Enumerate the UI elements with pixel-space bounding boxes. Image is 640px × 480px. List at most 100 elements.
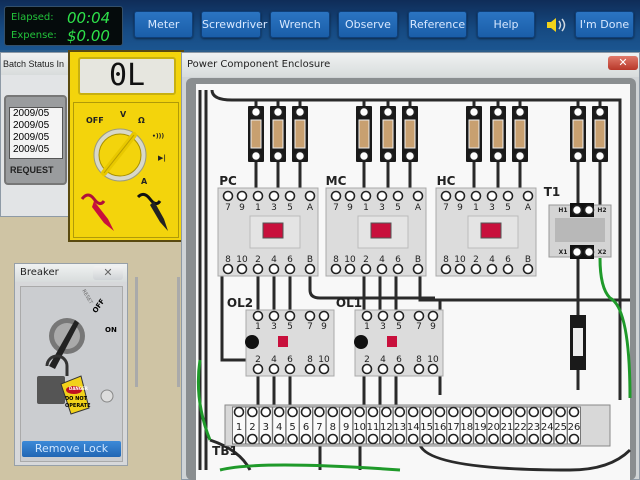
terminal-screw[interactable] xyxy=(486,190,498,202)
terminal-screw[interactable] xyxy=(448,406,459,418)
terminal-screw[interactable] xyxy=(392,190,404,202)
terminal-screw[interactable] xyxy=(376,190,388,202)
fuse-terminal[interactable] xyxy=(382,150,394,162)
fuse-terminal[interactable] xyxy=(594,150,606,162)
terminal-screw[interactable] xyxy=(501,433,513,445)
terminal-screw[interactable] xyxy=(354,433,365,445)
terminal-screw[interactable] xyxy=(304,190,316,202)
terminal-screw[interactable] xyxy=(568,433,580,445)
terminal-screw[interactable] xyxy=(412,190,424,202)
terminal-screw[interactable] xyxy=(488,406,499,418)
terminal-screw[interactable] xyxy=(273,433,285,445)
terminal-screw[interactable] xyxy=(376,263,388,275)
terminal-screw[interactable] xyxy=(273,406,285,418)
terminal-screw[interactable] xyxy=(300,433,312,445)
terminal-screw[interactable] xyxy=(330,263,342,275)
terminal-screw[interactable] xyxy=(393,310,405,322)
terminal-screw[interactable] xyxy=(233,433,245,445)
fuse-terminal[interactable] xyxy=(594,106,606,118)
terminal-screw[interactable] xyxy=(361,363,373,375)
overload-dial[interactable] xyxy=(245,335,259,349)
enclosure-close-button[interactable]: ✕ xyxy=(608,56,638,70)
terminal-screw[interactable] xyxy=(381,406,392,418)
multimeter[interactable]: 0L OFF V Ω •))) ▶| A xyxy=(68,50,184,242)
terminal-screw[interactable] xyxy=(330,190,342,202)
terminal-screw[interactable] xyxy=(421,406,432,418)
terminal-screw[interactable] xyxy=(260,433,272,445)
terminal-screw[interactable] xyxy=(440,263,452,275)
observe-button[interactable]: Observe xyxy=(338,11,398,38)
terminal-screw[interactable] xyxy=(571,246,583,258)
remove-lock-button[interactable]: Remove Lock xyxy=(22,441,121,457)
terminal-screw[interactable] xyxy=(448,433,459,445)
terminal-screw[interactable] xyxy=(392,263,404,275)
terminal-screw[interactable] xyxy=(300,406,312,418)
terminal-screw[interactable] xyxy=(555,406,566,418)
terminal-screw[interactable] xyxy=(421,433,432,445)
terminal-screw[interactable] xyxy=(344,263,356,275)
help-button[interactable]: Help xyxy=(477,11,535,38)
terminal-screw[interactable] xyxy=(474,406,486,418)
terminal-screw[interactable] xyxy=(361,310,373,322)
fuse-terminal[interactable] xyxy=(404,106,416,118)
terminal-screw[interactable] xyxy=(434,406,446,418)
terminal-screw[interactable] xyxy=(268,310,280,322)
fuse[interactable] xyxy=(514,119,526,149)
terminal-screw[interactable] xyxy=(287,433,298,445)
terminal-screw[interactable] xyxy=(367,433,379,445)
terminal-screw[interactable] xyxy=(340,406,352,418)
terminal-screw[interactable] xyxy=(528,433,540,445)
terminal-screw[interactable] xyxy=(407,406,419,418)
terminal-screw[interactable] xyxy=(252,190,264,202)
terminal-screw[interactable] xyxy=(522,190,534,202)
terminal-screw[interactable] xyxy=(252,363,264,375)
fuse[interactable] xyxy=(594,119,606,149)
fuse-terminal[interactable] xyxy=(272,150,284,162)
terminal-screw[interactable] xyxy=(314,433,325,445)
fuse-terminal[interactable] xyxy=(294,106,306,118)
screwdriver-button[interactable]: Screwdriver xyxy=(201,11,267,38)
terminal-screw[interactable] xyxy=(340,433,352,445)
fuse-terminal[interactable] xyxy=(492,106,504,118)
terminal-screw[interactable] xyxy=(470,190,482,202)
terminal-screw[interactable] xyxy=(304,363,316,375)
terminal-screw[interactable] xyxy=(284,190,296,202)
terminal-screw[interactable] xyxy=(360,263,372,275)
terminal-screw[interactable] xyxy=(360,190,372,202)
fuse-terminal[interactable] xyxy=(468,150,480,162)
terminal-screw[interactable] xyxy=(393,363,405,375)
terminal-screw[interactable] xyxy=(381,433,392,445)
fuse[interactable] xyxy=(492,119,504,149)
terminal-screw[interactable] xyxy=(541,406,553,418)
terminal-screw[interactable] xyxy=(260,406,272,418)
terminal-screw[interactable] xyxy=(522,263,534,275)
terminal-screw[interactable] xyxy=(413,310,425,322)
fuse-terminal[interactable] xyxy=(404,150,416,162)
overload-dial[interactable] xyxy=(354,335,368,349)
terminal-screw[interactable] xyxy=(407,433,419,445)
terminal-screw[interactable] xyxy=(233,406,245,418)
terminal-screw[interactable] xyxy=(470,263,482,275)
terminal-screw[interactable] xyxy=(427,363,439,375)
terminal-screw[interactable] xyxy=(568,406,580,418)
terminal-screw[interactable] xyxy=(252,263,264,275)
fuse[interactable] xyxy=(382,119,394,149)
terminal-screw[interactable] xyxy=(412,263,424,275)
terminal-screw[interactable] xyxy=(583,246,595,258)
terminal-screw[interactable] xyxy=(454,263,466,275)
terminal-screw[interactable] xyxy=(327,433,339,445)
im-done-button[interactable]: I'm Done xyxy=(575,11,634,38)
terminal-screw[interactable] xyxy=(268,263,280,275)
terminal-screw[interactable] xyxy=(394,433,406,445)
fuse[interactable] xyxy=(294,119,306,149)
fuse[interactable] xyxy=(272,119,284,149)
fuse-terminal[interactable] xyxy=(572,106,584,118)
terminal-screw[interactable] xyxy=(377,363,389,375)
breaker-handle[interactable] xyxy=(35,304,115,434)
terminal-screw[interactable] xyxy=(486,263,498,275)
breaker-close-button[interactable]: ✕ xyxy=(93,266,123,280)
terminal-screw[interactable] xyxy=(247,406,258,418)
fuse-terminal[interactable] xyxy=(514,150,526,162)
fuse-terminal[interactable] xyxy=(358,106,370,118)
terminal-screw[interactable] xyxy=(434,433,446,445)
